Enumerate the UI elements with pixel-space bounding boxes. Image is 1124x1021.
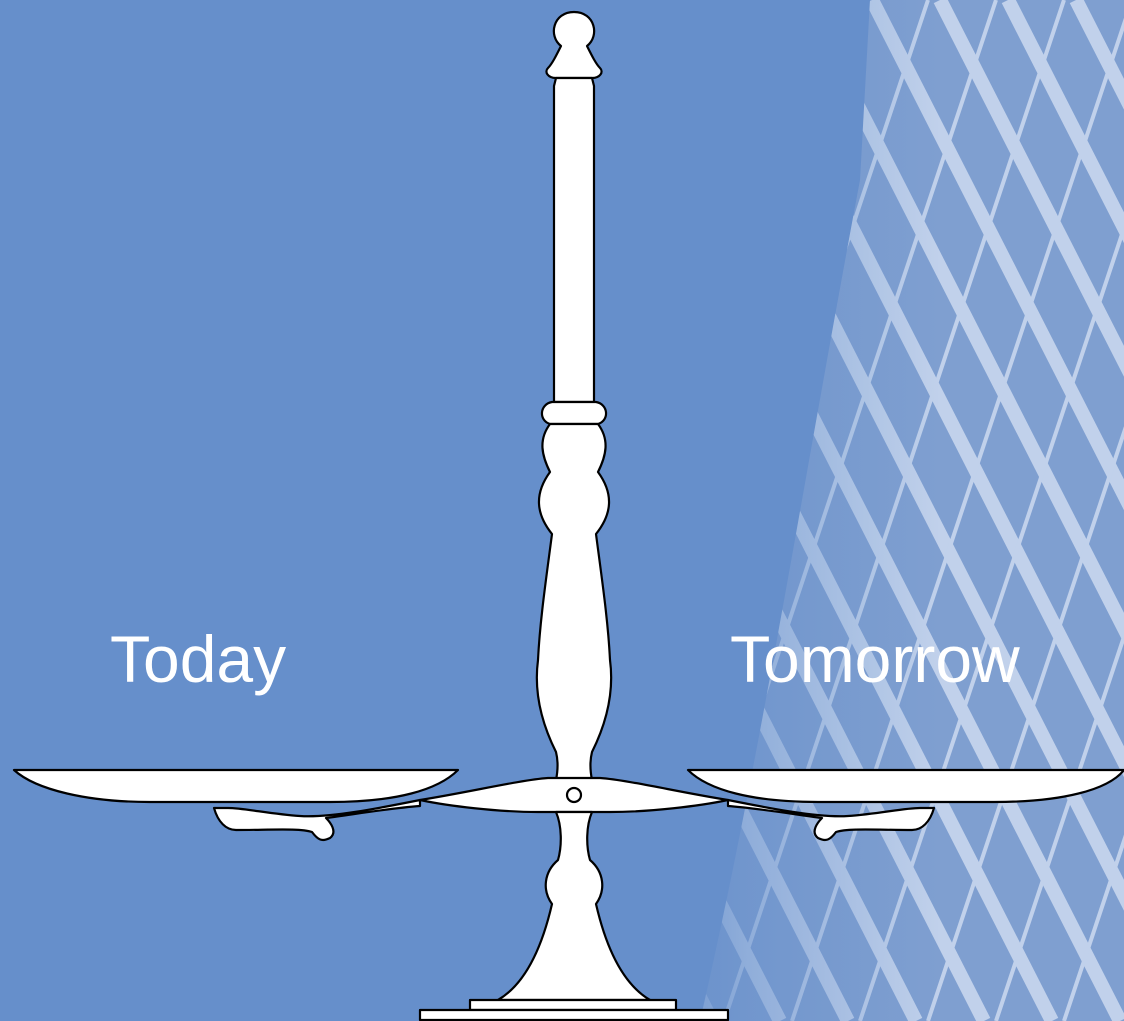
left-pan xyxy=(14,770,458,802)
left-pan-hook xyxy=(214,800,420,840)
scale-collar xyxy=(542,402,606,424)
label-tomorrow: Tomorrow xyxy=(730,626,1020,692)
scale-finial xyxy=(546,12,601,78)
right-pan xyxy=(688,770,1124,802)
scale-stem xyxy=(498,812,650,1000)
scale-base-bottom xyxy=(420,1010,728,1020)
scale-base-top xyxy=(470,1000,676,1010)
pivot-circle xyxy=(567,788,581,802)
right-pan-hook xyxy=(728,800,934,840)
scale-baluster xyxy=(537,424,611,780)
scale-column xyxy=(554,78,594,402)
label-today: Today xyxy=(110,626,286,692)
